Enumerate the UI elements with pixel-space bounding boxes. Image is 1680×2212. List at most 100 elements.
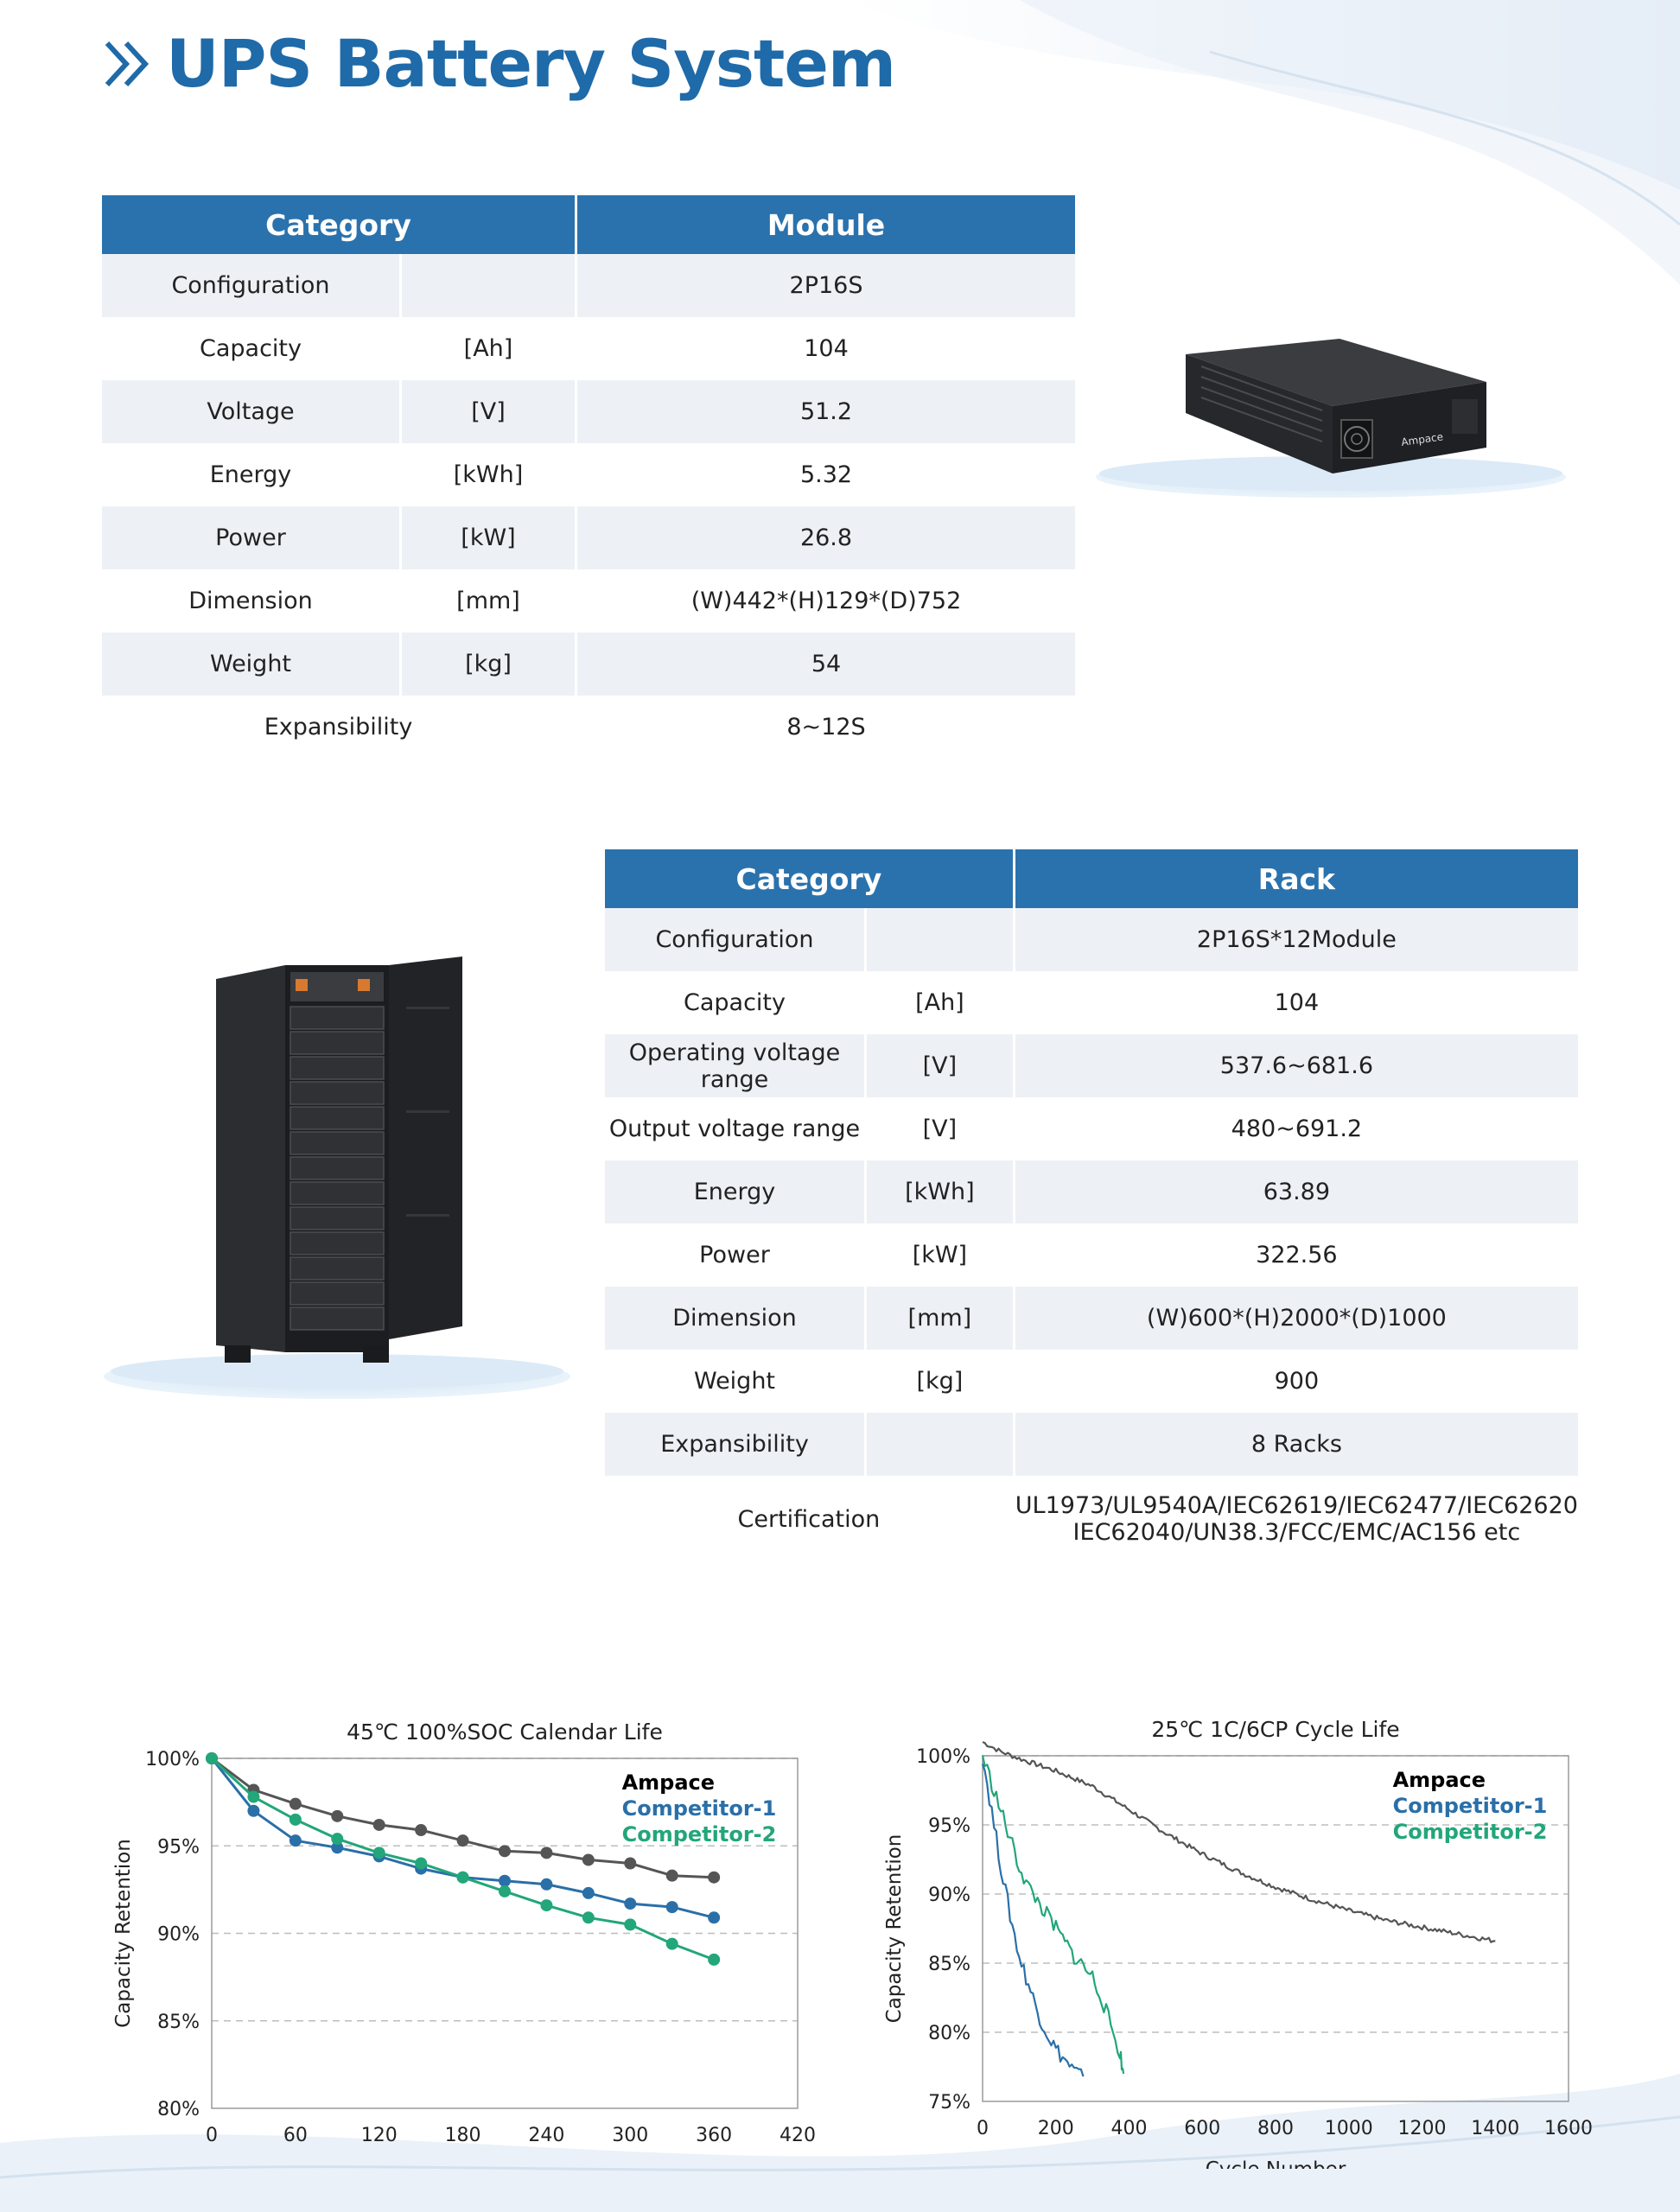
data-point [499, 1874, 511, 1887]
series-line-competitor-2 [981, 1755, 1125, 2075]
data-point [540, 1847, 553, 1859]
legend-entry: Competitor-2 [1393, 1820, 1548, 1844]
legend-entry: Ampace [1393, 1768, 1486, 1792]
row-label: Configuration [102, 254, 399, 317]
data-point [415, 1857, 428, 1870]
x-tick-label: 240 [528, 2125, 564, 2146]
x-tick-label: 1600 [1544, 2118, 1593, 2139]
series-line-ampace [982, 1741, 1496, 1943]
x-tick-label: 0 [977, 2118, 989, 2139]
row-label: Energy [605, 1160, 864, 1224]
table-row: Energy [kWh] 63.89 [605, 1160, 1578, 1224]
cycle-life-chart: 25℃ 1C/6CP Cycle Life75%80%85%90%95%100%… [883, 1717, 1593, 2169]
data-point [247, 1804, 260, 1817]
y-tick-label: 90% [157, 1924, 200, 1946]
data-point [582, 1886, 595, 1899]
row-unit: [mm] [864, 1287, 1013, 1350]
row-value: (W)442*(H)129*(D)752 [575, 569, 1075, 632]
y-tick-label: 85% [157, 2012, 200, 2033]
table-row: Dimension [mm] (W)600*(H)2000*(D)1000 [605, 1287, 1578, 1350]
y-tick-label: 100% [145, 1749, 200, 1770]
data-point [499, 1885, 511, 1897]
x-tick-label: 800 [1257, 2118, 1294, 2139]
data-point [415, 1824, 428, 1837]
row-unit [864, 1413, 1013, 1476]
data-point [708, 1953, 721, 1966]
y-tick-label: 75% [928, 2092, 970, 2113]
y-tick-label: 80% [928, 2023, 970, 2044]
x-tick-label: 60 [283, 2125, 308, 2146]
rack-spec-table: Category Rack Configuration 2P16S*12Modu… [605, 849, 1578, 1562]
data-point [665, 1937, 678, 1950]
x-axis-label: Cycle Number [1206, 2158, 1346, 2169]
y-axis-label: Capacity Retention [883, 1834, 906, 2024]
table-row: Weight [kg] 54 [102, 632, 1075, 696]
x-tick-label: 180 [445, 2125, 481, 2146]
y-tick-label: 90% [928, 1885, 970, 1906]
data-point [289, 1797, 302, 1810]
row-value: 322.56 [1012, 1224, 1578, 1287]
row-label: Expansibility [102, 696, 575, 759]
plot-frame [982, 1755, 1569, 2102]
row-value: 480~691.2 [1012, 1097, 1578, 1160]
y-tick-label: 80% [157, 2099, 200, 2120]
table-row: Capacity [Ah] 104 [102, 317, 1075, 380]
module-spec-table: Category Module Configuration 2P16S Capa… [102, 195, 1075, 759]
row-label: Dimension [605, 1287, 864, 1350]
page-title: UPS Battery System [166, 25, 896, 102]
row-unit: [V] [399, 380, 575, 443]
row-unit: [Ah] [864, 971, 1013, 1034]
table-row: Capacity [Ah] 104 [605, 971, 1578, 1034]
row-label: Output voltage range [605, 1097, 864, 1160]
table-row: Expansibility 8 Racks [605, 1413, 1578, 1476]
data-point [582, 1911, 595, 1924]
row-label: Weight [605, 1350, 864, 1413]
table-header-row: Category Rack [605, 849, 1578, 908]
x-tick-label: 200 [1038, 2118, 1074, 2139]
row-unit: [kW] [864, 1224, 1013, 1287]
data-point [665, 1869, 678, 1882]
row-label: Operating voltage range [605, 1034, 864, 1097]
table-row: Operating voltage range [V] 537.6~681.6 [605, 1034, 1578, 1097]
row-unit: [kWh] [864, 1160, 1013, 1224]
x-tick-label: 1200 [1398, 2118, 1447, 2139]
table-row: Expansibility 8~12S [102, 696, 1075, 759]
data-point [665, 1901, 678, 1914]
certification-line-2: IEC62040/UN38.3/FCC/EMC/AC156 etc [1072, 1519, 1521, 1546]
data-point [372, 1818, 385, 1831]
plot-frame [211, 1758, 799, 2109]
certification-line-1: UL1973/UL9540A/IEC62619/IEC62477/IEC6262… [1015, 1492, 1578, 1519]
row-unit: [V] [864, 1034, 1013, 1097]
table-row: Power [kW] 322.56 [605, 1224, 1578, 1287]
x-tick-label: 0 [206, 2125, 218, 2146]
x-tick-label: 120 [361, 2125, 398, 2146]
row-value: 8~12S [575, 696, 1075, 759]
row-unit: [kWh] [399, 443, 575, 506]
header-category: Category [605, 849, 1013, 908]
row-unit: [V] [864, 1097, 1013, 1160]
row-label: Power [605, 1224, 864, 1287]
row-unit: [kW] [399, 506, 575, 569]
row-label: Power [102, 506, 399, 569]
row-value: 104 [1012, 971, 1578, 1034]
y-tick-label: 100% [916, 1746, 970, 1768]
battery-rack-image [104, 957, 570, 1399]
data-point [708, 1871, 721, 1884]
row-label: Voltage [102, 380, 399, 443]
header-category: Category [102, 195, 575, 254]
x-tick-label: 360 [696, 2125, 732, 2146]
y-axis-label: Capacity Retention [112, 1839, 135, 2028]
row-unit [399, 254, 575, 317]
chart-title: 25℃ 1C/6CP Cycle Life [1151, 1717, 1399, 1742]
row-unit: [kg] [864, 1350, 1013, 1413]
row-value: 900 [1012, 1350, 1578, 1413]
table-header-row: Category Module [102, 195, 1075, 254]
data-point [372, 1847, 385, 1859]
double-chevron-icon [105, 41, 150, 87]
data-point [289, 1834, 302, 1847]
module-brand-text: Ampace [1400, 430, 1443, 448]
data-point [624, 1857, 637, 1870]
x-tick-label: 400 [1111, 2118, 1148, 2139]
legend-entry: Competitor-1 [622, 1796, 777, 1821]
row-value: 104 [575, 317, 1075, 380]
